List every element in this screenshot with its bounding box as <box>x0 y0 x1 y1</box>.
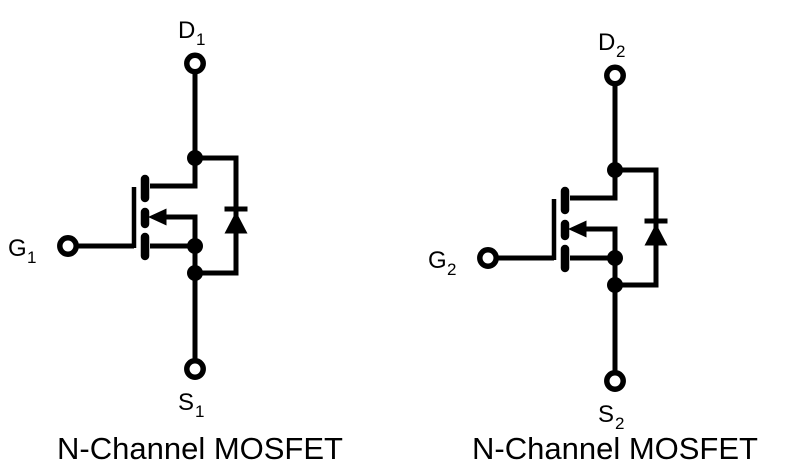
gate-terminal-circle <box>57 235 79 257</box>
drain-label: D <box>598 29 615 56</box>
source-node-dot <box>187 238 203 254</box>
drain-lead-wire <box>570 170 618 201</box>
diode-triangle-icon <box>224 211 248 234</box>
mosfet-symbol-2: D 2 G 2 S 2 <box>428 29 668 433</box>
drain-lead-wire <box>150 158 198 189</box>
gate-terminal-circle <box>477 247 499 269</box>
gate-label: G <box>8 235 27 262</box>
drain-label: D <box>178 17 195 44</box>
caption-mosfet-2: N-Channel MOSFET <box>472 431 758 466</box>
drain-terminal-circle <box>604 64 626 87</box>
source-label-subscript: 2 <box>615 414 624 433</box>
drain-label-subscript: 2 <box>616 42 625 61</box>
source-terminal-circle <box>604 370 626 392</box>
drain-label-subscript: 1 <box>196 30 205 49</box>
body-source-wire <box>163 214 198 362</box>
drain-node-dot <box>607 162 623 178</box>
gate-label: G <box>428 247 447 274</box>
body-source-wire <box>583 226 618 374</box>
source-label: S <box>598 401 614 428</box>
source-node-dot <box>607 250 623 266</box>
caption-mosfet-1: N-Channel MOSFET <box>57 431 343 466</box>
body-arrow-icon <box>568 220 587 238</box>
source-label-subscript: 1 <box>195 402 204 421</box>
gate-label-subscript: 1 <box>27 248 36 267</box>
diode-node-dot <box>607 277 623 293</box>
source-terminal-circle <box>184 358 206 380</box>
drain-node-dot <box>187 150 203 166</box>
mosfet-symbol-1: D 1 G 1 S 1 <box>8 17 248 421</box>
gate-label-subscript: 2 <box>447 260 456 279</box>
drain-terminal-circle <box>184 52 206 75</box>
diode-triangle-icon <box>644 223 668 246</box>
diode-branch-wire <box>195 155 239 276</box>
source-label: S <box>178 389 194 416</box>
diode-node-dot <box>187 265 203 281</box>
diode-branch-wire <box>615 167 659 288</box>
body-arrow-icon <box>148 208 167 226</box>
